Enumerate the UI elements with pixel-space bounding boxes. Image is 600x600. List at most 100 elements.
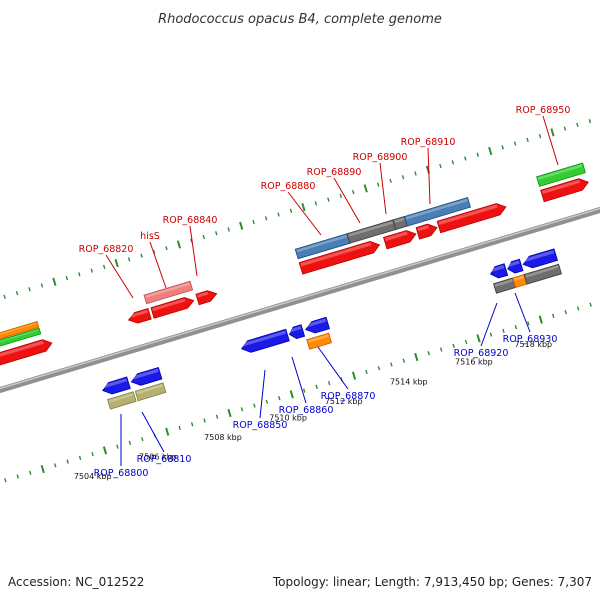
- ruler-tick: [28, 287, 31, 292]
- ruler-tick: [227, 408, 232, 418]
- ruler-tick: [390, 362, 393, 367]
- ruler-tick: [53, 463, 57, 468]
- cds-68950-red-shine: [541, 179, 581, 194]
- gene-68820-leader: [105, 254, 134, 299]
- gene-68950-label: ROP_68950: [516, 105, 571, 116]
- cds-68860: [288, 324, 306, 340]
- rna-pink: [143, 280, 194, 305]
- ruler-tick: [102, 264, 106, 269]
- ruler-tick: [389, 178, 392, 184]
- rna-68800-body: [107, 391, 137, 410]
- rna-68810-body: [134, 382, 167, 402]
- ruler-tick: [278, 395, 281, 401]
- ruler-tick: [538, 315, 543, 324]
- cds-68930-body: [522, 248, 559, 269]
- upper-tick-row: [3, 119, 592, 299]
- ruler-tick: [78, 272, 81, 277]
- ruler-tick: [589, 302, 592, 307]
- cds-68920-body: [490, 263, 509, 279]
- cds-left-orange-shine: [0, 322, 37, 335]
- ruler-tick: [464, 156, 467, 161]
- gene-68850-label: ROP_68850: [233, 420, 288, 431]
- ruler-tick: [376, 182, 380, 187]
- cds-68880-body: [298, 240, 381, 275]
- rna-68880-shine: [296, 235, 347, 253]
- ruler-tick: [176, 240, 182, 249]
- ruler-tick: [240, 407, 244, 412]
- rna-68870: [306, 332, 333, 350]
- gene-68840-label: ROP_68840: [163, 215, 218, 226]
- gene-68900-leader: [379, 162, 387, 215]
- ruler-tick: [576, 122, 579, 128]
- ruler-tick: [165, 246, 168, 251]
- cds-68880-shine: [300, 242, 372, 267]
- accession-text: Accession: NC_012522: [8, 575, 144, 589]
- cds-68890-shine: [384, 231, 408, 242]
- cds-68800-body: [102, 376, 131, 395]
- cds-68800-shine: [102, 378, 128, 389]
- rna-68870-body: [306, 332, 333, 350]
- gene-68810-label: ROP_68810: [137, 454, 192, 465]
- ruler-tick: [65, 275, 69, 281]
- ruler-tick: [16, 474, 20, 479]
- ruler-tick: [29, 470, 32, 475]
- ruler-tick: [552, 313, 555, 319]
- ruler-label: 7512 kbp: [325, 397, 363, 406]
- gene-68890-leader: [333, 177, 361, 224]
- ruler-label: 7514 kbp: [390, 377, 428, 386]
- cds-left-green-shine: [0, 329, 39, 343]
- cds-68950-green-shine: [537, 164, 583, 180]
- rna-pink-body: [143, 280, 194, 305]
- cds-68900: [415, 223, 438, 240]
- ruler-tick: [90, 268, 94, 273]
- ruler-tick: [66, 459, 69, 464]
- ruler-tick: [127, 257, 131, 262]
- lower-tick-row: [4, 302, 592, 483]
- ruler-tick: [563, 126, 567, 131]
- cds-68800: [102, 376, 131, 395]
- cds-68850: [240, 328, 290, 353]
- rna-68810: [134, 382, 167, 402]
- cds-68950-green: [536, 162, 586, 187]
- cds-68950-red: [540, 178, 589, 203]
- ruler-tick: [377, 366, 381, 371]
- ruler-label: 7510 kbp: [269, 414, 307, 423]
- cds-68860-shine: [289, 326, 302, 333]
- rna-68930-body: [523, 263, 562, 285]
- ruler-tick: [476, 334, 481, 343]
- genome-summary-text: Topology: linear; Length: 7,913,450 bp; …: [272, 575, 592, 589]
- cds-left-orange: [0, 321, 40, 340]
- ruler-tick: [114, 259, 119, 268]
- ruler-tick: [550, 128, 555, 137]
- ruler-tick: [265, 399, 269, 404]
- ruler-label: 7506 kbp: [139, 453, 177, 462]
- ruler-tick: [203, 418, 206, 423]
- ruler-tick: [102, 446, 108, 455]
- gene-68840-leader: [189, 225, 198, 277]
- cds-68900-shine: [417, 225, 429, 232]
- ruler-tick: [489, 332, 493, 337]
- gene-hisS-leader: [149, 241, 167, 289]
- cds-68850-body: [240, 328, 290, 353]
- gene-68860-leader: [291, 356, 307, 404]
- ruler-label: 7516 kbp: [455, 358, 493, 367]
- cds-68925-shine: [507, 260, 520, 267]
- rna-68890-shine: [348, 221, 393, 237]
- cds-68950-red-body: [540, 178, 589, 203]
- cds-hisS-left-shine: [128, 309, 149, 319]
- cds-68870: [305, 316, 330, 334]
- ruler-tick: [140, 253, 143, 258]
- rna-68910: [403, 197, 471, 227]
- rna-68925-shine: [513, 275, 525, 281]
- ruler-tick: [514, 324, 518, 330]
- genome-backbone: [0, 206, 600, 394]
- ruler-tick: [564, 310, 567, 315]
- cds-68925-body: [507, 258, 524, 274]
- cds-hisS-shine: [152, 298, 186, 312]
- rna-68800: [107, 391, 137, 410]
- ruler-label: 7508 kbp: [204, 433, 242, 442]
- ruler-tick: [502, 328, 505, 333]
- cds-68840-shine: [197, 291, 209, 298]
- ruler-tick: [253, 403, 256, 408]
